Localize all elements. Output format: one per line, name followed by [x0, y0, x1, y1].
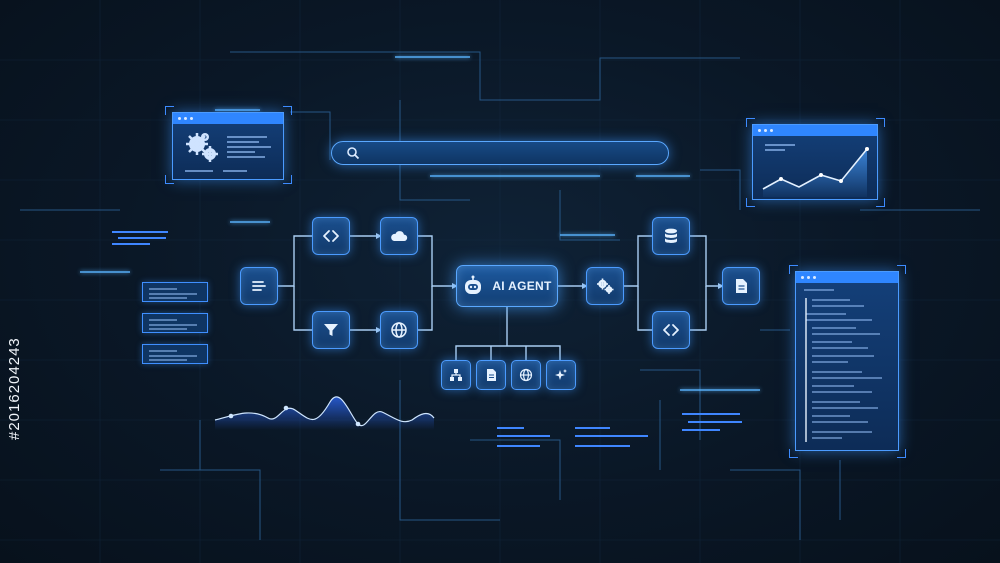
circuit-traces — [20, 51, 980, 540]
tool-sparkle[interactable] — [546, 360, 576, 390]
database-node[interactable] — [652, 217, 690, 255]
light-streaks — [80, 56, 830, 391]
document-icon — [736, 279, 747, 293]
code-icon — [323, 230, 339, 242]
code-node[interactable] — [312, 217, 350, 255]
database-icon — [665, 228, 677, 243]
footer-lines — [185, 170, 247, 172]
sparkle-icon — [555, 369, 567, 380]
text-lines — [227, 136, 271, 158]
globe-icon — [391, 322, 407, 338]
image-id-text: #2016204243 — [6, 337, 23, 440]
gears-icon — [597, 278, 614, 294]
cloud-node[interactable] — [380, 217, 418, 255]
ai-agent-node[interactable]: AI AGENT — [456, 265, 558, 307]
panel-titlebar — [796, 272, 898, 283]
search-icon — [347, 147, 360, 160]
code-icon — [663, 324, 679, 336]
document-icon — [487, 369, 496, 381]
globe-icon — [519, 368, 533, 382]
robot-icon — [465, 275, 482, 294]
agent-label: AI AGENT — [492, 279, 552, 293]
code-panel — [795, 271, 899, 451]
text-lines — [149, 288, 197, 299]
panel-titlebar — [173, 113, 283, 124]
text-lines — [149, 319, 197, 330]
panel-titlebar — [753, 125, 877, 136]
input-node[interactable] — [240, 267, 278, 305]
tool-globe[interactable] — [511, 360, 541, 390]
filter-node[interactable] — [312, 311, 350, 349]
globe-node[interactable] — [380, 311, 418, 349]
search-bar[interactable] — [331, 141, 669, 165]
code-lines — [804, 289, 882, 442]
gears-icon — [186, 133, 218, 162]
info-box-3 — [142, 344, 208, 364]
output-node[interactable] — [722, 267, 760, 305]
hierarchy-icon — [450, 369, 462, 381]
text-lines — [149, 350, 197, 361]
settings-node[interactable] — [586, 267, 624, 305]
flow-connectors — [278, 235, 722, 360]
wave-graph — [214, 396, 435, 430]
text-lines-icon — [252, 281, 266, 291]
code-output-node[interactable] — [652, 311, 690, 349]
tool-hierarchy[interactable] — [441, 360, 471, 390]
connector-arrows — [376, 233, 724, 333]
filter-icon — [324, 324, 338, 336]
tool-document[interactable] — [476, 360, 506, 390]
info-box-2 — [142, 313, 208, 333]
settings-panel — [172, 112, 284, 180]
chart-panel — [752, 124, 878, 200]
dash-text-groups — [112, 231, 742, 447]
cloud-icon — [391, 231, 408, 241]
line-chart-icon — [762, 144, 869, 197]
info-box-1 — [142, 282, 208, 302]
